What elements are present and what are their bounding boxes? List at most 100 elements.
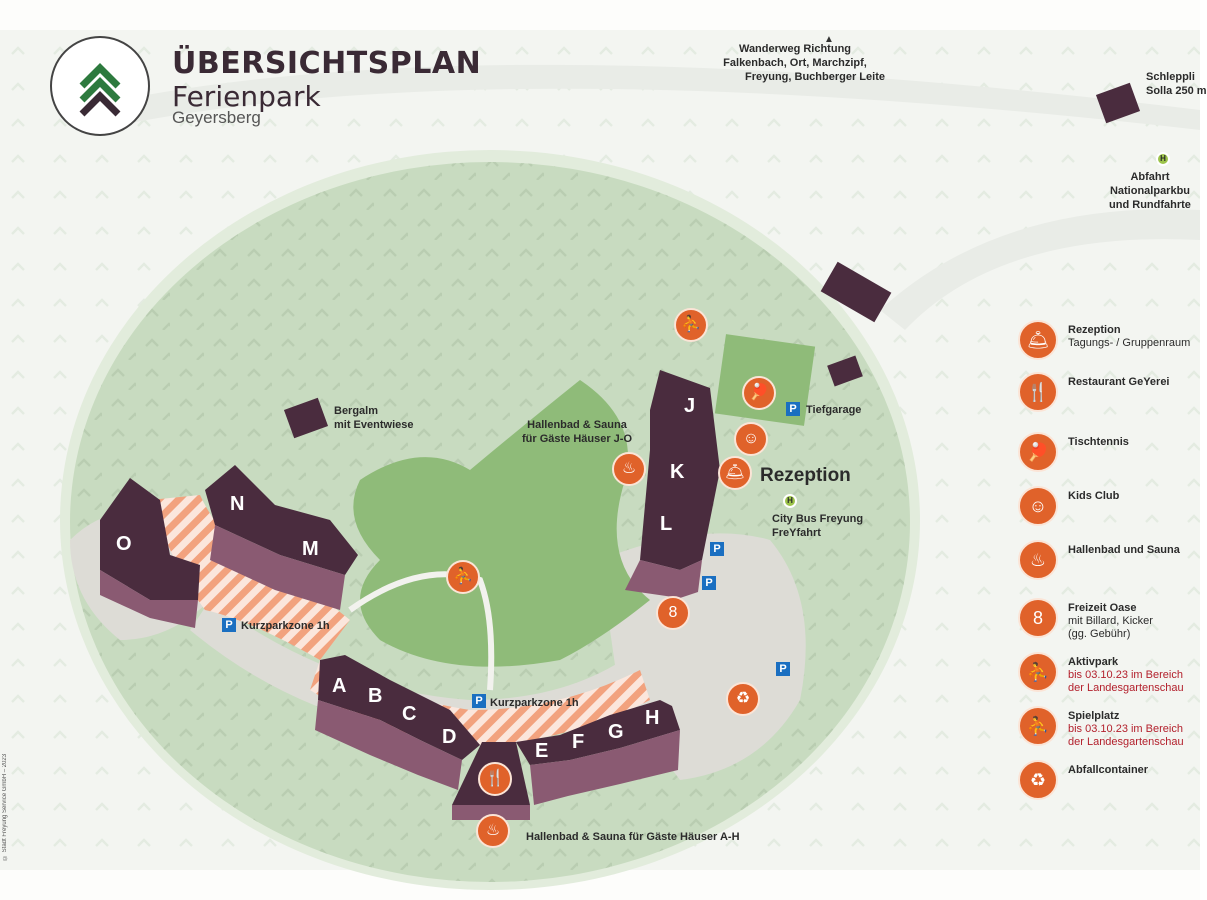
fir-tree-logo-graphic xyxy=(79,63,121,117)
kids-club-icon: ☺ xyxy=(1018,486,1058,526)
reception-bell-icon[interactable]: 🛎 xyxy=(718,456,752,490)
map-subtitle: Ferienpark xyxy=(172,80,321,113)
waste-container-icon: ♻ xyxy=(1018,760,1058,800)
activity-park-icon: ⛹ xyxy=(1018,652,1058,692)
activity-park-icon[interactable]: ⛹ xyxy=(674,308,708,342)
abfahrt-line-2: Nationalparkbu xyxy=(1109,185,1191,197)
wanderweg-line-2: Falkenbach, Ort, Marchzipf, xyxy=(723,57,867,69)
playground-icon[interactable]: ⛹ xyxy=(446,560,480,594)
building-label-C: C xyxy=(402,703,416,725)
citybus-label: City Bus Freyung FreYfahrt xyxy=(772,512,863,540)
tiefgarage-label: Tiefgarage xyxy=(806,404,862,416)
schlepplift-line-1: Schleppli xyxy=(1146,71,1195,83)
building-O-roof xyxy=(100,478,200,600)
building-label-B: B xyxy=(368,685,382,707)
building-NM-roof xyxy=(205,465,358,575)
building-label-H: H xyxy=(645,707,659,729)
building-label-D: D xyxy=(442,726,456,748)
legend-sublabel-2: der Landesgartenschau xyxy=(1068,682,1184,694)
waste-container-icon[interactable]: ♻ xyxy=(726,682,760,716)
building-JKL-wall xyxy=(625,560,702,598)
central-meadow xyxy=(353,380,650,667)
bergalm-line-2: mit Eventwiese xyxy=(334,419,414,431)
legend-item: 🏓Tischtennis xyxy=(1018,432,1200,476)
legend-text: Restaurant GeYerei xyxy=(1068,376,1198,389)
hallenbad-jo-label: Hallenbad & Sauna für Gäste Häuser J-O xyxy=(512,418,642,446)
citybus-line-2: FreYfahrt xyxy=(772,527,821,539)
bergalm-line-1: Bergalm xyxy=(334,405,379,417)
kids-club-icon[interactable]: ☺ xyxy=(734,422,768,456)
bergalm-label: Bergalm mit Eventwiese xyxy=(334,404,413,432)
road-east xyxy=(880,209,1200,330)
parking-icon-3: P xyxy=(776,662,790,676)
playground-icon: ⛹ xyxy=(1018,706,1058,746)
wanderweg-line-1: Wanderweg Richtung xyxy=(738,43,852,55)
map-title: ÜBERSICHTSPLAN xyxy=(172,46,482,81)
building-label-F: F xyxy=(572,731,584,753)
legend-item: 🍴Restaurant GeYerei xyxy=(1018,372,1200,416)
building-label-J: J xyxy=(684,395,695,417)
legend-item: ♻Abfallcontainer xyxy=(1018,760,1200,804)
legend-item: ♨ Hallenbad und Sauna xyxy=(1018,540,1200,584)
legend-sublabel-2: der Landesgartenschau xyxy=(1068,736,1184,748)
legend-sublabel: mit Billard, Kicker xyxy=(1068,615,1153,627)
fir-tree-logo-icon xyxy=(50,36,150,136)
pool-sauna-icon: ♨ xyxy=(1018,540,1058,580)
parking-icon-2: P xyxy=(702,576,716,590)
hallenbad-ah-label: Hallenbad & Sauna für Gäste Häuser A-H xyxy=(526,831,740,843)
billiard-ball-icon[interactable]: 8 xyxy=(656,596,690,630)
building-restaurant-wall xyxy=(452,805,530,820)
building-O-wall xyxy=(100,570,198,628)
abfahrt-line-1: Abfahrt xyxy=(1130,171,1170,183)
legend-text: Tischtennis xyxy=(1068,436,1198,449)
citybus-line-1: City Bus Freyung xyxy=(772,513,864,525)
legend-label: Restaurant GeYerei xyxy=(1068,376,1170,388)
building-JKL-roof xyxy=(640,370,720,570)
meadow-path xyxy=(348,571,495,691)
table-tennis-icon[interactable]: 🏓 xyxy=(742,376,776,410)
building-garage-1 xyxy=(820,261,892,323)
schlepplift-line-2: Solla 250 m xyxy=(1146,85,1207,97)
billiard-ball-icon: 8 xyxy=(1018,598,1058,638)
building-label-O: O xyxy=(116,533,132,555)
building-AD-wall xyxy=(315,700,462,790)
building-label-M: M xyxy=(302,538,319,560)
building-NM-wall xyxy=(210,525,345,610)
parking-icon-kurzpark-left: P xyxy=(222,618,236,632)
building-label-E: E xyxy=(535,740,548,762)
building-label-L: L xyxy=(660,513,672,535)
building-label-K: K xyxy=(670,461,685,483)
restaurant-icon[interactable]: 🍴 xyxy=(478,762,512,796)
pool-sauna-icon-jo[interactable]: ♨ xyxy=(612,452,646,486)
legend-label: Hallenbad und Sauna xyxy=(1068,544,1180,556)
arrow-up-icon: ▲ xyxy=(824,34,834,45)
hallenbad-jo-line-1: Hallenbad & Sauna xyxy=(527,419,627,431)
building-EH-roof xyxy=(516,700,680,765)
parking-icon-kurzpark-center: P xyxy=(472,694,486,708)
abfahrt-line-3: und Rundfahrte xyxy=(1109,199,1191,211)
bus-stop-icon-north: H xyxy=(1156,152,1170,166)
building-EH-wall xyxy=(530,730,680,805)
legend-sublabel: Tagungs- / Gruppenraum xyxy=(1068,337,1191,349)
legend-sublabel: bis 03.10.23 im Bereich xyxy=(1068,669,1183,681)
road-north xyxy=(120,64,1200,130)
hallenbad-jo-line-2: für Gäste Häuser J-O xyxy=(521,433,633,445)
legend-label: Tischtennis xyxy=(1068,436,1129,448)
building-label-N: N xyxy=(230,493,244,515)
kurzparkzone-center-label: Kurzparkzone 1h xyxy=(490,697,579,709)
schlepplift-label: Schleppli Solla 250 m xyxy=(1146,70,1207,98)
building-bergalm xyxy=(283,397,329,439)
parking-icon-1: P xyxy=(710,542,724,556)
legend-label: Rezeption xyxy=(1068,324,1121,336)
legend-sublabel-2: (gg. Gebühr) xyxy=(1068,628,1131,640)
pool-sauna-icon-ah[interactable]: ♨ xyxy=(476,814,510,848)
legend-text: Hallenbad und Sauna xyxy=(1068,544,1198,557)
building-label-G: G xyxy=(608,721,624,743)
